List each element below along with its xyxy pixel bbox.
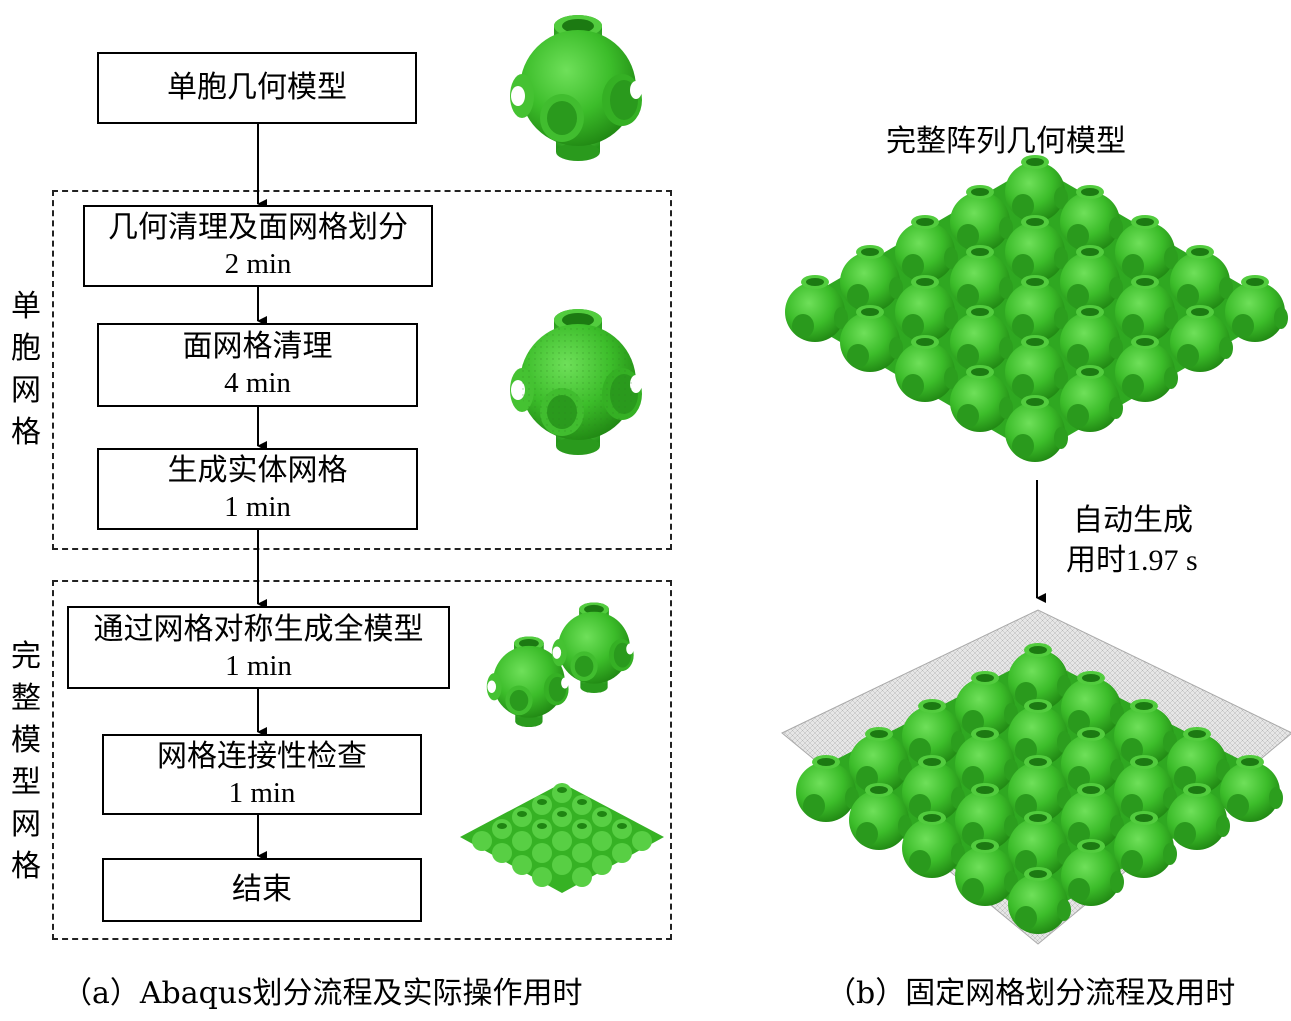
flow-step1-title: 几何清理及面网格划分 [108, 210, 408, 245]
unit-cell-surface-mesh-image [510, 309, 642, 455]
full-model-mesh-group [52, 580, 672, 940]
full-mesh-thumbnail-image [460, 783, 664, 893]
flow-start-box: 单胞几何模型 [97, 52, 417, 124]
unit-cell-mesh-label: 单 胞 网 格 [11, 289, 41, 450]
mirrored-mesh-image [486, 602, 634, 728]
flow-step5-box: 网格连接性检查 1 min [102, 734, 422, 815]
full-model-mesh-label: 完 整 模 型 网 格 [11, 639, 41, 884]
fixed-mesh-result-image [781, 609, 1291, 945]
full-array-title: 完整阵列几何模型 [886, 124, 1126, 159]
flow-step5-title: 网格连接性检查 [157, 738, 367, 774]
flow-end-box: 结束 [102, 858, 422, 922]
flow-step4-box: 通过网格对称生成全模型 1 min [67, 606, 450, 689]
flow-step1-box: 几何清理及面网格划分 2 min [83, 205, 433, 287]
auto-generate-label: 自动生成 [1073, 503, 1193, 538]
flow-step3-box: 生成实体网格 1 min [97, 448, 418, 530]
flow-step3-title: 生成实体网格 [167, 453, 348, 488]
flow-step5-time: 1 min [228, 776, 296, 809]
flow-step1-time: 2 min [224, 248, 292, 280]
full-array-geometry-image [785, 155, 1288, 462]
auto-generate-time: 用时1.97 s [1066, 544, 1198, 577]
flow-end-label: 结束 [232, 872, 292, 907]
caption-b: （b）固定网格划分流程及用时 [826, 976, 1236, 1011]
unit-cell-mesh-group [52, 190, 672, 550]
unit-cell-geometry-image [510, 15, 642, 161]
caption-a: （a）Abaqus划分流程及实际操作用时 [62, 976, 583, 1011]
flow-start-label: 单胞几何模型 [167, 70, 347, 105]
flow-step2-title: 面网格清理 [182, 329, 333, 364]
flow-step4-title: 通过网格对称生成全模型 [93, 611, 424, 647]
flow-step4-time: 1 min [225, 649, 292, 682]
flow-step3-time: 1 min [224, 491, 291, 523]
flow-step2-time: 4 min [224, 367, 291, 399]
flow-step2-box: 面网格清理 4 min [97, 323, 418, 407]
